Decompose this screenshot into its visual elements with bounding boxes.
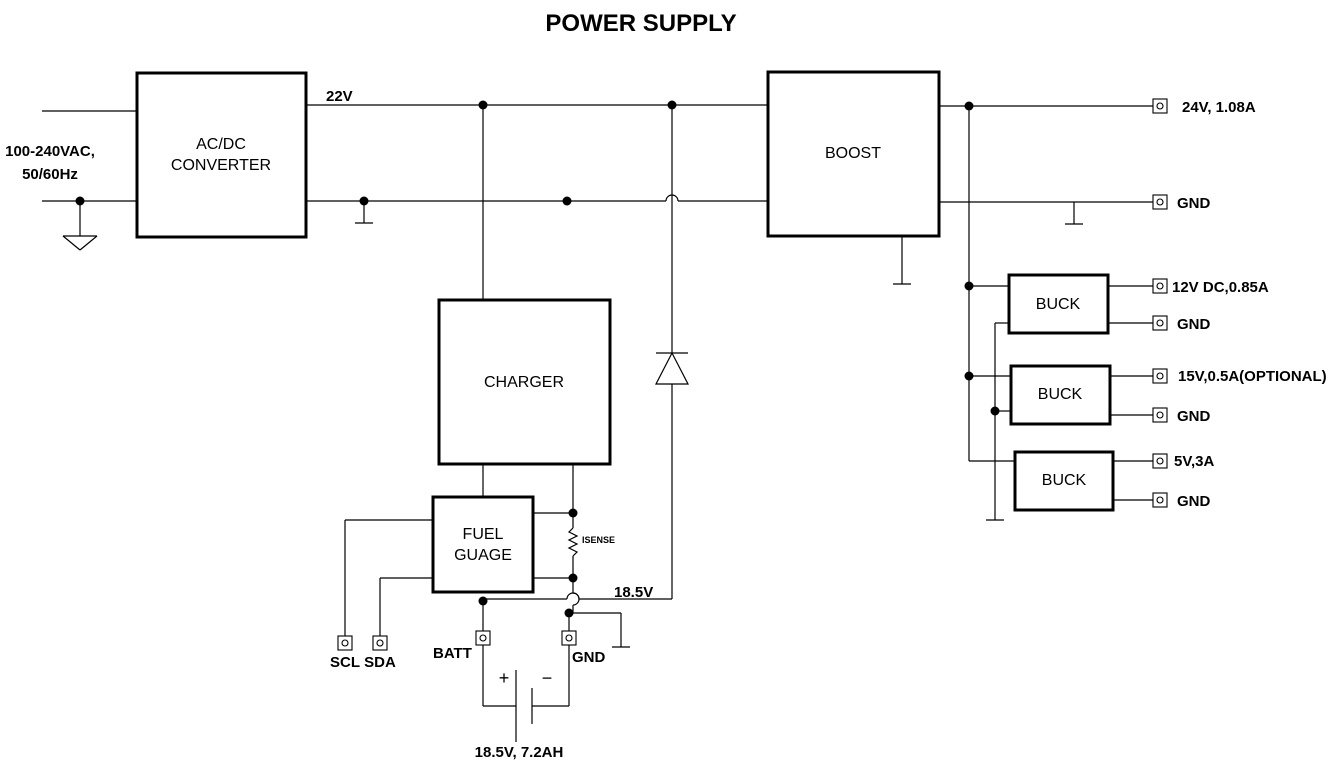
rail-22v: 22V <box>306 88 768 110</box>
sense-resistor-icon <box>567 527 579 557</box>
acdc-label-line2: CONVERTER <box>171 157 271 174</box>
i2c-pins: SCL SDA <box>330 519 433 671</box>
input-frequency-label: 50/60Hz <box>22 166 78 183</box>
charger-block: CHARGER <box>437 105 612 513</box>
rail-18v-label: 18.5V <box>614 584 653 601</box>
fuel-gauge-block: FUEL GUAGE ISENSE <box>431 495 630 648</box>
output-12v-gnd-label: GND <box>1177 316 1211 333</box>
rail-22v-label: 22V <box>326 88 353 105</box>
gnd-pin-label: GND <box>572 649 606 666</box>
acdc-converter-block: AC/DC CONVERTER <box>135 71 308 239</box>
diode-icon <box>655 351 689 385</box>
output-24v-label: 24V, 1.08A <box>1182 99 1256 116</box>
fuel-gauge-label-line1: FUEL <box>463 526 504 543</box>
battery-rating-label: 18.5V, 7.2AH <box>475 744 564 761</box>
buck-distribution <box>964 106 1015 521</box>
earth-ground-icon <box>62 235 98 251</box>
buck-block-12v: BUCK 12V DC,0.85A GND <box>1007 273 1269 335</box>
output-5v-label: 5V,3A <box>1174 453 1214 470</box>
fuel-gauge-label-line2: GUAGE <box>454 547 512 564</box>
output-5v-gnd-label: GND <box>1177 493 1211 510</box>
acdc-label-line1: AC/DC <box>196 136 246 153</box>
diode-path: 18.5V <box>483 105 689 601</box>
output-12v-label: 12V DC,0.85A <box>1172 279 1269 296</box>
output-15v-gnd-label: GND <box>1177 408 1211 425</box>
boost-block: BOOST <box>766 70 941 285</box>
boost-label: BOOST <box>825 145 881 162</box>
isense-label: ISENSE <box>582 535 615 545</box>
input-voltage-label: 100-240VAC, <box>5 143 95 160</box>
scl-pin-label: SCL <box>330 654 360 671</box>
ac-input: 100-240VAC, 50/60Hz <box>5 110 137 251</box>
batt-pin-label: BATT <box>433 645 472 662</box>
output-15v-label: 15V,0.5A(OPTIONAL) <box>1178 368 1327 385</box>
output-24v: 24V, 1.08A GND <box>939 98 1256 225</box>
output-24v-gnd-label: GND <box>1177 195 1211 212</box>
battery-minus-label: − <box>542 668 553 688</box>
ground-rail <box>306 194 768 224</box>
buck3-label: BUCK <box>1042 472 1087 489</box>
charger-label: CHARGER <box>484 374 564 391</box>
battery-icon <box>515 670 533 742</box>
diagram-title: POWER SUPPLY <box>545 10 736 37</box>
buck-block-15v: BUCK 15V,0.5A(OPTIONAL) GND <box>1009 364 1327 426</box>
battery-plus-label: + <box>499 668 510 688</box>
buck1-label: BUCK <box>1036 296 1081 313</box>
buck-block-5v: BUCK 5V,3A GND <box>1013 450 1214 512</box>
sda-pin-label: SDA <box>364 654 396 671</box>
buck2-label: BUCK <box>1038 386 1083 403</box>
battery: BATT GND + − 18.5V, 7.2AH <box>433 630 606 761</box>
